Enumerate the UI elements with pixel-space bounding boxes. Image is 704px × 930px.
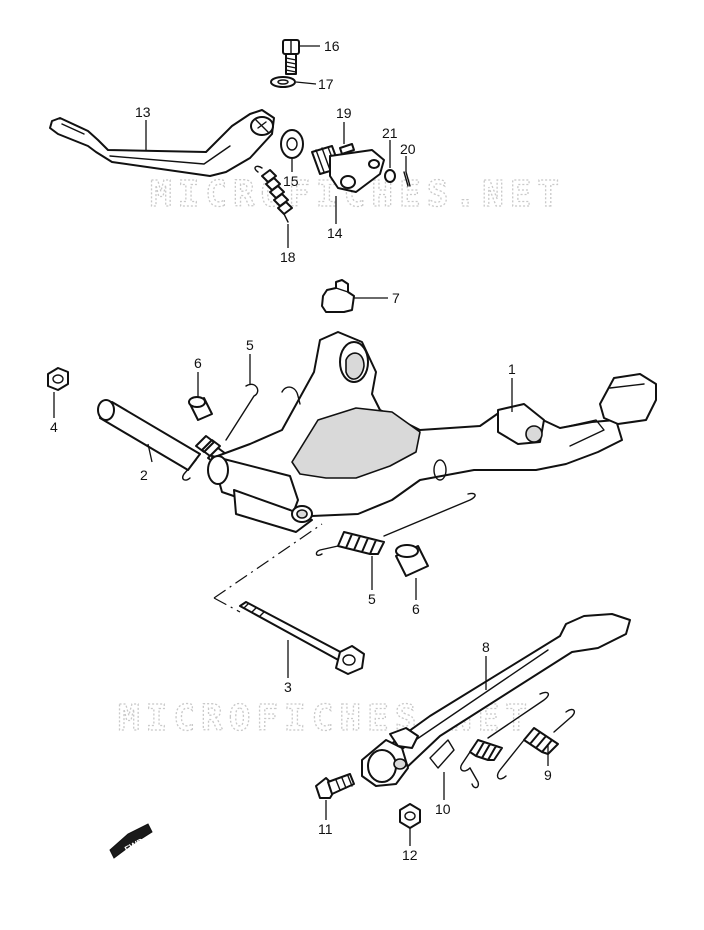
callout-12: 12 bbox=[402, 847, 418, 863]
forward-arrow-icon: FWD bbox=[109, 823, 153, 859]
washer-part-17 bbox=[270, 76, 296, 88]
callout-2: 2 bbox=[140, 467, 148, 483]
bolt-part-16 bbox=[282, 39, 300, 75]
callout-16: 16 bbox=[324, 38, 340, 54]
callout-15: 15 bbox=[283, 173, 299, 189]
axle-tube-part-2 bbox=[97, 399, 201, 471]
pivot-shaft-part-14 bbox=[311, 145, 385, 193]
bolt-part-11 bbox=[315, 773, 355, 799]
washer-part-15 bbox=[280, 129, 304, 159]
callout-14: 14 bbox=[327, 225, 343, 241]
callout-4: 4 bbox=[50, 419, 58, 435]
callout-10: 10 bbox=[435, 801, 451, 817]
callout-20: 20 bbox=[400, 141, 416, 157]
center-stand-part-1 bbox=[207, 331, 657, 533]
callout-labels: 16 17 13 19 21 20 15 14 18 7 5 6 1 4 2 5… bbox=[50, 38, 552, 863]
cotter-pin-part-20 bbox=[403, 171, 411, 187]
brake-pedal-part-13 bbox=[49, 109, 275, 177]
callout-8: 8 bbox=[482, 639, 490, 655]
spring-part-9 bbox=[496, 708, 576, 780]
bolt-part-3 bbox=[239, 601, 365, 675]
callout-13: 13 bbox=[135, 104, 151, 120]
callout-6-lower: 6 bbox=[412, 601, 420, 617]
callout-9: 9 bbox=[544, 767, 552, 783]
nut-part-12 bbox=[399, 803, 421, 829]
callout-17: 17 bbox=[318, 76, 334, 92]
spring-part-18 bbox=[254, 165, 293, 223]
stopper-part-7 bbox=[321, 279, 355, 313]
pin-part-19 bbox=[339, 143, 355, 155]
callout-3: 3 bbox=[284, 679, 292, 695]
alignment-line bbox=[213, 523, 323, 613]
callout-18: 18 bbox=[280, 249, 296, 265]
spring-part-5-lower bbox=[315, 492, 476, 557]
side-stand-part-8 bbox=[361, 613, 631, 787]
callout-5-upper: 5 bbox=[246, 337, 254, 353]
callout-5-lower: 5 bbox=[368, 591, 376, 607]
washer-part-21 bbox=[384, 169, 396, 183]
collar-part-6-upper bbox=[188, 396, 213, 421]
nut-part-4 bbox=[47, 367, 69, 391]
callout-11: 11 bbox=[318, 821, 333, 837]
leader-lines bbox=[53, 45, 549, 846]
spring-part-10 bbox=[460, 691, 550, 789]
collar-part-6-lower bbox=[395, 544, 429, 577]
callout-1: 1 bbox=[508, 361, 516, 377]
callout-19: 19 bbox=[336, 105, 352, 121]
callout-21: 21 bbox=[382, 125, 398, 141]
callout-7: 7 bbox=[392, 290, 400, 306]
callout-6-upper: 6 bbox=[194, 355, 202, 371]
